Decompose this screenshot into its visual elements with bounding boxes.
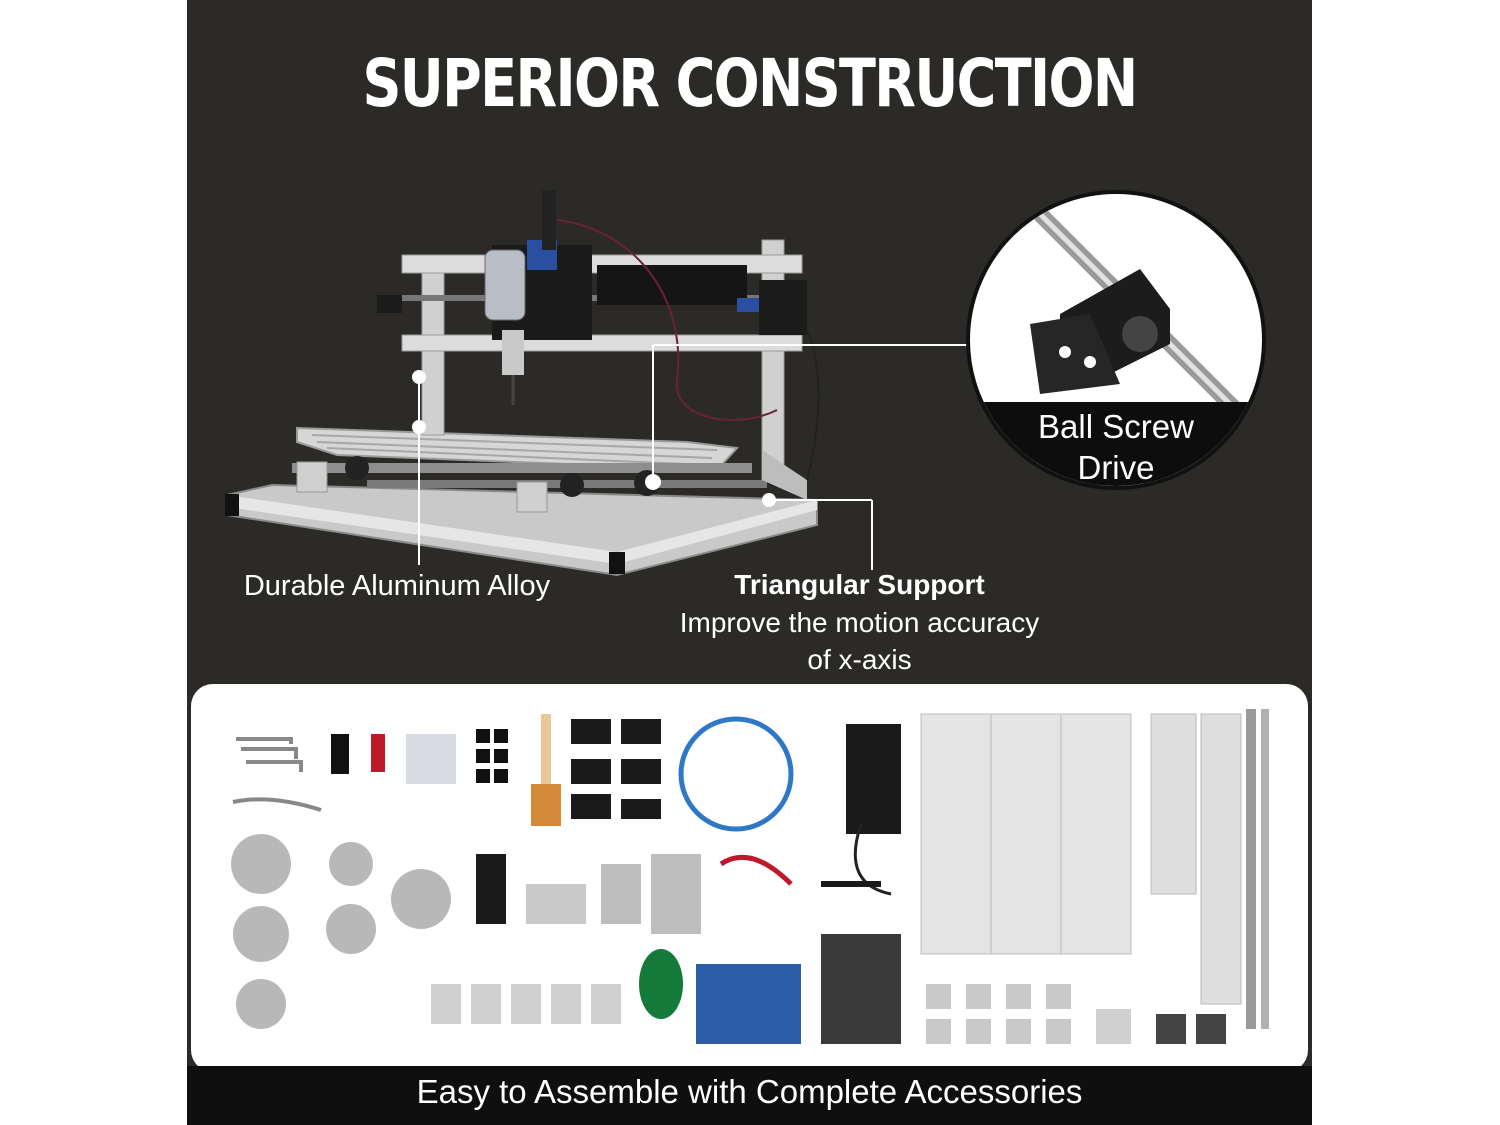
ball-screw-zoom: Ball Screw Drive — [966, 190, 1266, 490]
product-panel: SUPERIOR CONSTRUCTION — [187, 0, 1312, 1125]
triangular-title: Triangular Support — [734, 569, 985, 600]
ball-screw-image — [1030, 208, 1246, 420]
footer-caption: Easy to Assemble with Complete Accessori… — [416, 1073, 1083, 1110]
footer-band — [187, 1066, 1312, 1125]
accessories-kit-image — [191, 684, 1308, 1072]
ball-screw-label-band — [970, 402, 1262, 486]
triangular-desc-line2: of x-axis — [807, 644, 912, 675]
ball-screw-label-line1: Ball Screw — [1038, 408, 1194, 445]
alloy-callout: Durable Aluminum Alloy — [243, 570, 551, 602]
triangular-desc: Improve the motion accuracy of x-axis — [637, 604, 1082, 678]
ball-screw-label-line2: Drive — [1077, 449, 1155, 486]
callout-connector — [807, 344, 969, 346]
triangular-callout: Triangular Support Improve the motion ac… — [637, 566, 1082, 678]
headline: SUPERIOR CONSTRUCTION — [362, 45, 1138, 122]
cnc-machine-image — [225, 190, 877, 577]
ball-screw-label: Ball Screw Drive — [970, 406, 1262, 486]
accessories-illustration — [231, 709, 1269, 1044]
triangular-desc-line1: Improve the motion accuracy — [679, 607, 1040, 638]
